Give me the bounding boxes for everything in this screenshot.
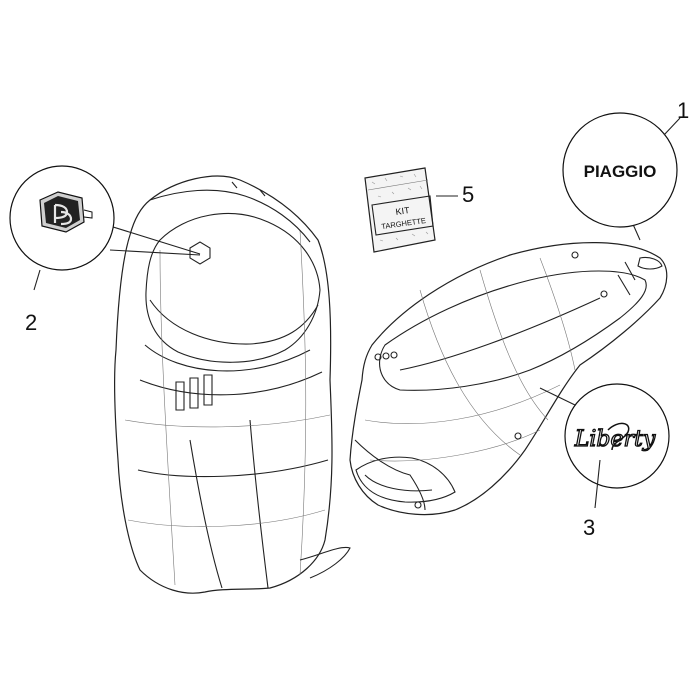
reference-number-3: 3 [583,515,596,540]
piaggio-logo-text: PIAGGIO [584,162,657,181]
liberty-callout: Liberty [539,383,670,509]
kit-targhette-bag: KIT TARGHETTE [364,167,458,253]
front-shield-part [113,175,351,594]
kit-label-line1: KIT [395,205,411,217]
reference-number-2: 2 [25,310,38,335]
rear-body-part [349,242,668,516]
emblem-callout [9,165,201,291]
reference-number-5: 5 [462,182,475,207]
reference-number-1: 1 [677,98,690,123]
liberty-logo-text: Liberty [574,427,656,452]
piaggio-callout: PIAGGIO [562,112,681,241]
